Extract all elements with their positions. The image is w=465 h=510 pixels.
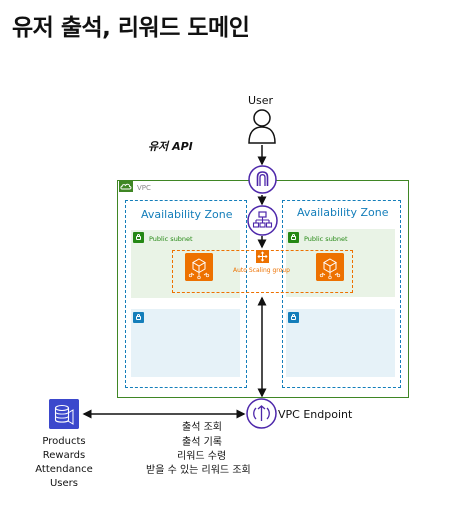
lock-icon [133, 232, 144, 243]
operation-label: 받을 수 있는 리워드 조회 [146, 465, 251, 476]
load-balancer-icon [247, 205, 278, 236]
availability-zone-1 [125, 200, 247, 388]
operation-label: 리워드 수령 [177, 451, 227, 462]
public-subnet-2-label: Public subnet [304, 235, 348, 243]
operation-label: 출석 조회 [182, 422, 222, 433]
ec2-instance-icon [316, 253, 344, 281]
private-subnet-1 [131, 309, 240, 377]
cloud-icon [119, 181, 133, 192]
page-title: 유저 출석, 리워드 도메인 [12, 15, 250, 41]
public-subnet-1-label: Public subnet [149, 235, 193, 243]
availability-zone-2-label: Availability Zone [297, 206, 389, 219]
api-label: 유저 API [148, 140, 193, 153]
lock-icon [288, 232, 299, 243]
private-subnet-2 [286, 309, 395, 377]
lock-icon [133, 312, 144, 323]
vpc-endpoint-label: VPC Endpoint [278, 408, 353, 421]
database-table-label: Rewards [42, 450, 86, 461]
user-label: User [248, 94, 274, 107]
auto-scaling-icon [256, 250, 269, 263]
vpc-endpoint-icon [246, 398, 277, 429]
availability-zone-2 [282, 200, 401, 388]
user-icon [248, 109, 276, 144]
operation-label: 출석 기록 [182, 437, 222, 448]
lock-icon [288, 312, 299, 323]
vpc-label: VPC [137, 184, 151, 192]
database-table-label: Attendance [35, 464, 93, 475]
database-icon [49, 399, 79, 429]
api-gateway-icon [248, 165, 277, 194]
database-table-label: Users [49, 478, 78, 489]
database-table-label: Products [42, 436, 86, 447]
availability-zone-1-label: Availability Zone [141, 208, 233, 221]
auto-scaling-group-label: Auto Scaling group [233, 267, 290, 274]
ec2-instance-icon [185, 253, 213, 281]
